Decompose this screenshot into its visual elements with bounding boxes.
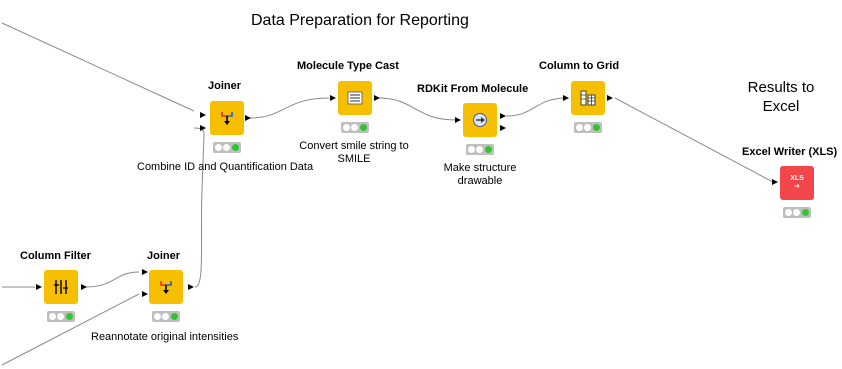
port-joiner-top-out bbox=[245, 115, 251, 121]
results-label: Results to Excel bbox=[741, 78, 821, 116]
node-status-indicator bbox=[47, 311, 75, 322]
node-joiner-bottom[interactable] bbox=[149, 270, 183, 324]
node-note-line: Make structure bbox=[443, 162, 517, 174]
node-box[interactable] bbox=[571, 81, 605, 115]
port-filter-out bbox=[81, 284, 87, 290]
node-column-filter[interactable] bbox=[44, 270, 78, 324]
node-note-type-cast: Convert smile string to SMILE bbox=[292, 140, 416, 166]
node-title-column-to-grid: Column to Grid bbox=[539, 60, 620, 72]
results-label-line: Results to bbox=[747, 79, 815, 96]
rdkit-icon bbox=[473, 113, 487, 127]
node-column-to-grid[interactable] bbox=[571, 81, 605, 135]
node-status-indicator bbox=[152, 311, 180, 322]
node-note-line: Convert smile string to bbox=[299, 140, 409, 152]
grid-icon bbox=[580, 90, 596, 106]
node-title-excel-writer: Excel Writer (XLS) bbox=[742, 146, 838, 158]
port-column-to-grid-out bbox=[607, 95, 613, 101]
results-label-line: Excel bbox=[762, 98, 800, 115]
xls-icon: XLS➜ bbox=[790, 175, 804, 190]
connection-joiner-bottom-to-joiner-top bbox=[193, 127, 205, 288]
node-title-joiner-top: Joiner bbox=[208, 80, 242, 92]
type-cast-icon bbox=[347, 91, 363, 105]
node-status-indicator bbox=[574, 122, 602, 133]
node-status-indicator bbox=[213, 142, 241, 153]
node-note-line: drawable bbox=[457, 175, 503, 187]
port-joiner-bottom-in1 bbox=[142, 269, 148, 275]
node-box[interactable] bbox=[338, 81, 372, 115]
node-title-type-cast: Molecule Type Cast bbox=[297, 60, 399, 72]
connection-incoming-top bbox=[1, 22, 195, 112]
port-type-cast-out bbox=[374, 95, 380, 101]
joiner-icon bbox=[221, 112, 233, 125]
filter-icon bbox=[54, 280, 68, 294]
port-rdkit-out1 bbox=[500, 113, 506, 119]
node-status-indicator bbox=[783, 207, 811, 218]
port-joiner-top-in2 bbox=[200, 125, 206, 131]
node-note-joiner-top: Combine ID and Quantification Data bbox=[137, 161, 314, 173]
node-box[interactable] bbox=[44, 270, 78, 304]
node-note-joiner-bottom: Reannotate original intensities bbox=[91, 331, 239, 343]
port-column-to-grid-in bbox=[563, 95, 569, 101]
node-title-rdkit: RDKit From Molecule bbox=[417, 83, 529, 95]
connection-joiner-top-to-type-cast bbox=[249, 97, 330, 119]
node-box[interactable] bbox=[463, 103, 497, 137]
node-joiner-top[interactable] bbox=[210, 101, 244, 155]
port-filter-in bbox=[36, 284, 42, 290]
node-rdkit-from-molecule[interactable] bbox=[463, 103, 497, 157]
connection-type-cast-to-rdkit bbox=[377, 97, 457, 121]
node-status-indicator bbox=[466, 144, 494, 155]
port-joiner-bottom-out bbox=[188, 284, 194, 290]
port-joiner-top-in1 bbox=[200, 112, 206, 118]
port-type-cast-in bbox=[330, 95, 336, 101]
node-box[interactable] bbox=[149, 270, 183, 304]
port-excel-in bbox=[772, 179, 778, 185]
node-note-rdkit: Make structure drawable bbox=[430, 162, 530, 188]
node-title-column-filter: Column Filter bbox=[20, 250, 91, 262]
node-excel-writer[interactable]: XLS➜ bbox=[780, 166, 814, 220]
joiner-icon bbox=[160, 281, 172, 294]
connection-rdkit-to-column-to-grid bbox=[505, 97, 568, 117]
port-rdkit-in bbox=[455, 117, 461, 123]
node-molecule-type-cast[interactable] bbox=[338, 81, 372, 135]
workflow-title: Data Preparation for Reporting bbox=[251, 12, 469, 29]
node-title-joiner-bottom: Joiner bbox=[147, 250, 181, 262]
node-status-indicator bbox=[341, 122, 369, 133]
port-rdkit-out2 bbox=[500, 125, 506, 131]
node-box[interactable]: XLS➜ bbox=[780, 166, 814, 200]
connection-column-to-grid-to-excel bbox=[614, 97, 774, 183]
connection-filter-to-joiner bbox=[85, 271, 140, 288]
node-box[interactable] bbox=[210, 101, 244, 135]
connection-incoming-bottom bbox=[1, 293, 140, 366]
node-note-line: SMILE bbox=[337, 153, 371, 165]
xls-icon-label: XLS bbox=[790, 175, 804, 182]
port-joiner-bottom-in2 bbox=[142, 291, 148, 297]
